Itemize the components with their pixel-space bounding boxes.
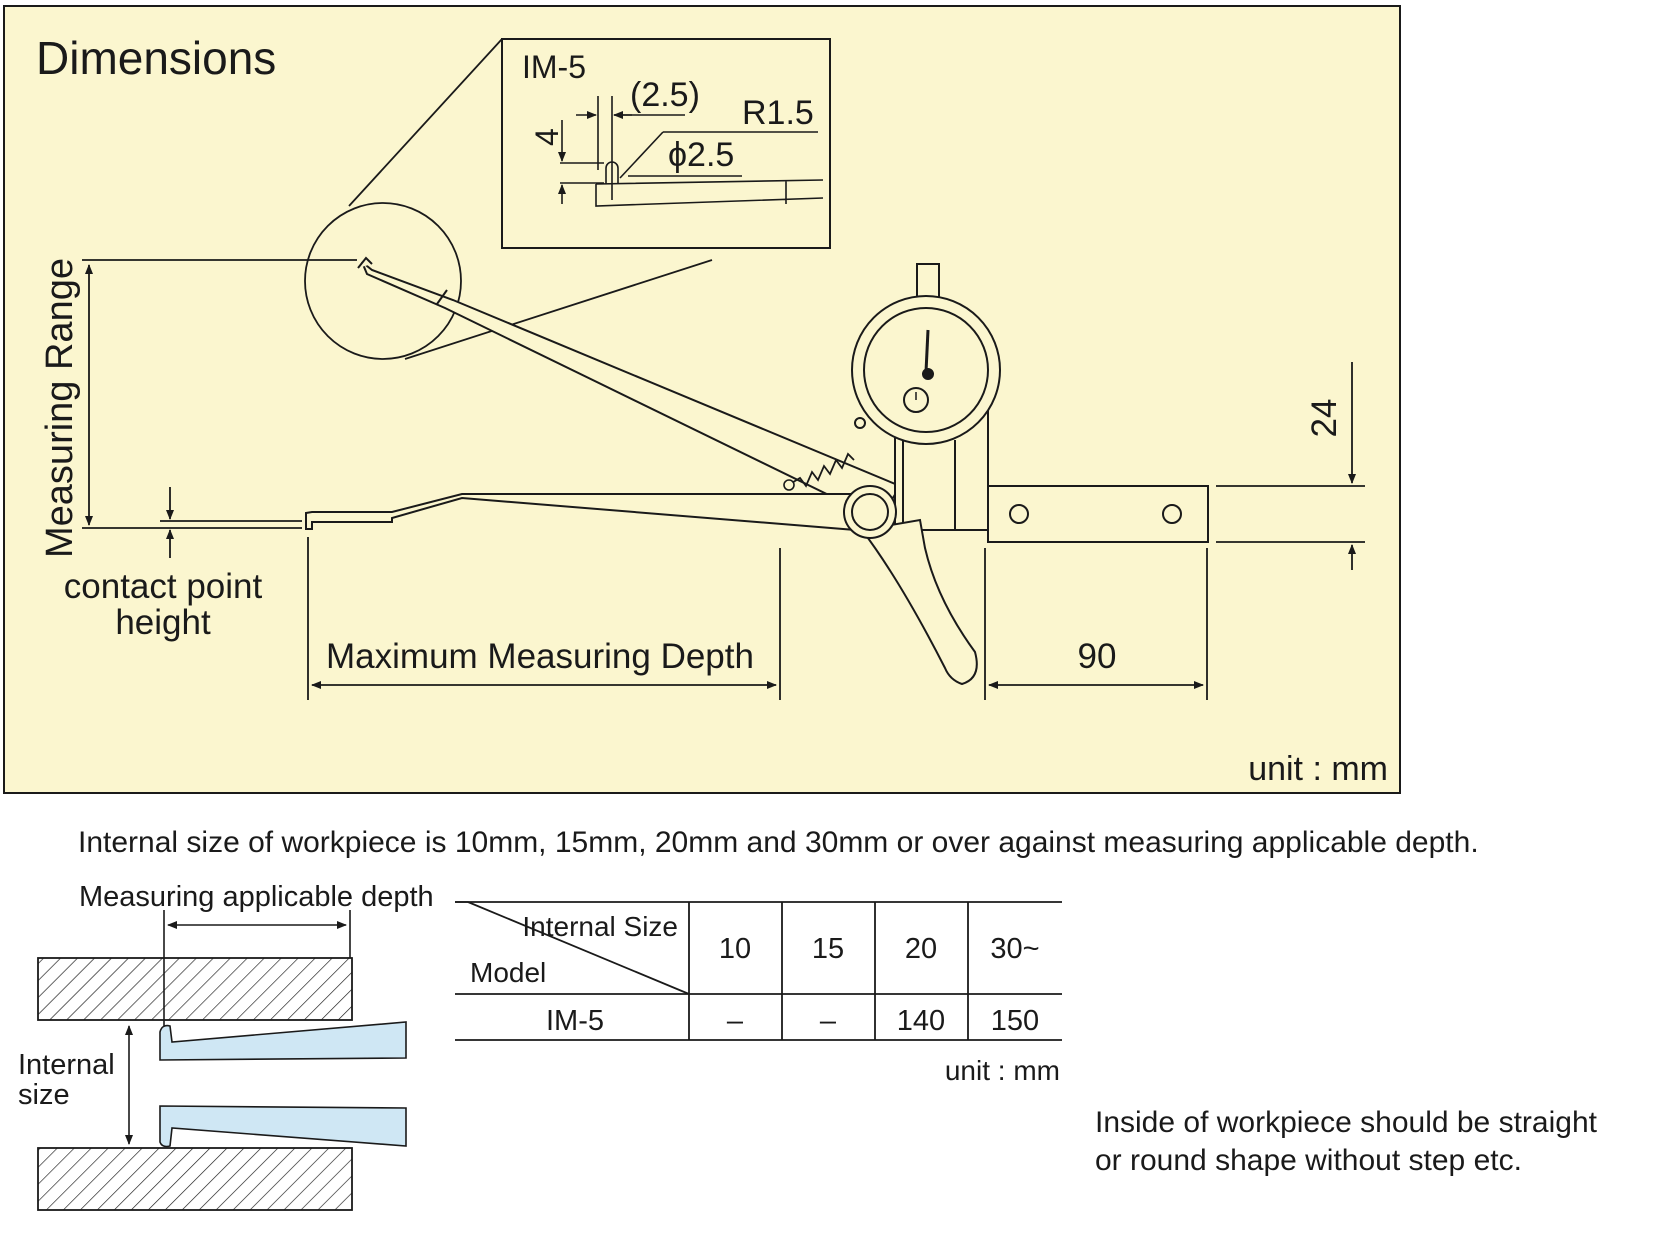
applicable-depth-label: Measuring applicable depth	[79, 881, 434, 913]
table-cell-20: 140	[897, 1005, 945, 1037]
note-shape-line-2: or round shape without step etc.	[1095, 1144, 1522, 1177]
internal-size-label-1: Internal	[18, 1049, 115, 1081]
workpiece-lower-wall	[37, 1147, 353, 1211]
contact-point-height-label-1: contact point	[64, 567, 263, 606]
workpiece-upper-wall	[37, 957, 353, 1021]
tip-detail-inset: IM-5 (2.5) R1.5 ϕ2.5 4	[501, 38, 831, 249]
spring	[789, 452, 855, 488]
upper-jaw	[159, 1021, 407, 1061]
dim-24	[1216, 362, 1365, 570]
table-row-model: IM-5	[546, 1005, 604, 1037]
inset-diameter: ϕ2.5	[668, 136, 734, 174]
note-shape-line-1: Inside of workpiece should be straight	[1095, 1106, 1598, 1139]
contact-point-height-label-2: height	[115, 603, 211, 642]
internal-size-label-2: size	[18, 1079, 70, 1111]
inset-dim-4: 4	[529, 128, 565, 146]
lower-jaw	[159, 1105, 407, 1148]
table-header-diagonal	[467, 901, 690, 995]
table-cell-30: 150	[991, 1005, 1039, 1037]
depth-table: Internal Size Model 10 15 20 30~ IM-5 – …	[455, 901, 1062, 1086]
max-depth-dimension	[307, 537, 781, 700]
measuring-range-label: Measuring Range	[39, 258, 81, 558]
note-internal-size: Internal size of workpiece is 10mm, 15mm…	[78, 826, 1479, 859]
table-cell-10: –	[727, 1005, 744, 1037]
table-cell-15: –	[820, 1005, 837, 1037]
inset-dim-2-5: (2.5)	[630, 76, 700, 114]
measuring-range-dimension	[82, 259, 357, 558]
spring-end	[783, 479, 795, 491]
inset-model-label: IM-5	[522, 49, 586, 85]
table-col-10: 10	[719, 933, 751, 965]
table-header-model: Model	[470, 957, 546, 988]
magnifier-callout	[304, 38, 713, 360]
inset-radius: R1.5	[742, 94, 814, 132]
table-unit: unit : mm	[945, 1055, 1060, 1086]
dim-24-label: 24	[1305, 399, 1344, 438]
table-col-30: 30~	[990, 933, 1039, 965]
applicable-depth-dimension	[125, 901, 468, 1145]
table-header-internal-size: Internal Size	[522, 911, 678, 942]
inset-dimension-lines	[558, 96, 824, 207]
panel-title: Dimensions	[36, 32, 276, 84]
table-col-20: 20	[905, 933, 937, 965]
unit-label: unit : mm	[1248, 750, 1388, 788]
dim-90-label: 90	[1078, 637, 1117, 676]
caliper-gauge	[305, 256, 1209, 686]
table-col-15: 15	[812, 933, 844, 965]
max-depth-label: Maximum Measuring Depth	[326, 637, 754, 676]
dim-90	[984, 548, 1208, 700]
workpiece-diagram: Measuring applicable depth Internal size	[18, 881, 468, 1211]
